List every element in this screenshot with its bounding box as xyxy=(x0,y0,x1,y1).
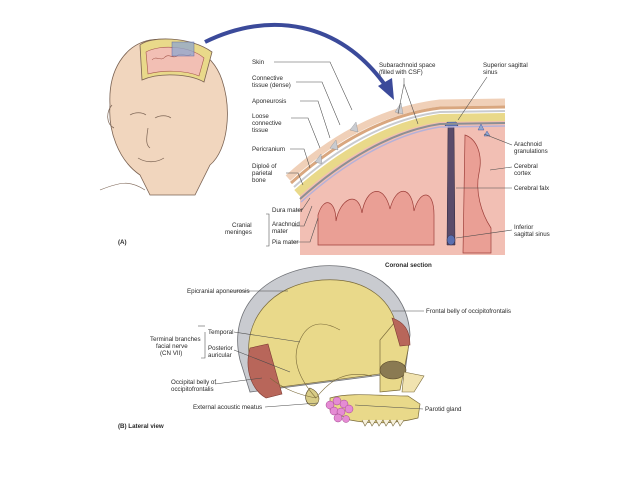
label-dura-mater: Dura mater xyxy=(272,207,303,214)
label-skin: Skin xyxy=(252,59,265,66)
label-terminal-sub2: (CN VII) xyxy=(160,350,182,357)
label-superior-sagittal-sub: sinus xyxy=(483,69,497,76)
label-loose-sub2: tissue xyxy=(252,127,269,134)
label-connective-sub: tissue (dense) xyxy=(252,82,291,89)
label-epicranial-aponeurosis: Epicranial aponeurosis xyxy=(187,288,250,295)
label-frontal-belly: Frontal belly of occipitofrontalis xyxy=(426,308,511,315)
label-arachnoid-granulations: Arachnoid xyxy=(514,141,542,148)
label-parotid-gland: Parotid gland xyxy=(425,406,462,413)
label-cerebral-falx: Cerebral falx xyxy=(514,185,550,192)
label-pia-mater: Pia mater xyxy=(272,239,298,246)
label-subarachnoid-sub: (filled with CSF) xyxy=(379,69,423,76)
label-superior-sagittal: Superior sagittal xyxy=(483,62,528,69)
panel-a: Skin Connective tissue (dense) Aponeuros… xyxy=(99,22,550,269)
label-arachnoid-sub: mater xyxy=(272,228,288,235)
label-diploe: Diploë of xyxy=(252,163,277,170)
coronal-section xyxy=(285,98,506,255)
panel-a-tag: (A) xyxy=(118,239,127,246)
label-temporal: Temporal xyxy=(208,329,233,336)
zoom-arrow-icon xyxy=(204,22,394,100)
label-terminal-branches: Terminal branches xyxy=(150,336,201,343)
label-arachnoid-granulations-sub: granulations xyxy=(514,148,548,155)
label-cerebral-cortex-sub: cortex xyxy=(514,170,532,177)
label-posterior: Posterior xyxy=(208,345,233,352)
label-diploe-sub: parietal xyxy=(252,170,272,177)
label-occipital-belly: Occipital belly of xyxy=(171,379,216,386)
label-pericranium: Pericranium xyxy=(252,146,285,153)
panel-a-caption: Coronal section xyxy=(385,262,432,269)
label-cranial: Cranial xyxy=(232,222,252,229)
label-inferior-sagittal: Inferior xyxy=(514,224,533,231)
panel-b-tag: (B) Lateral view xyxy=(118,423,164,430)
panel-a-leaders xyxy=(266,61,513,247)
parotid-gland-icon xyxy=(325,396,354,423)
label-aponeurosis: Aponeurosis xyxy=(252,98,286,105)
label-cerebral-cortex: Cerebral xyxy=(514,163,538,170)
label-meninges: meninges xyxy=(225,229,252,236)
label-external-acoustic-meatus: External acoustic meatus xyxy=(193,404,262,411)
label-diploe-sub2: bone xyxy=(252,177,266,184)
label-connective: Connective xyxy=(252,75,284,82)
label-subarachnoid: Subarachnoid space xyxy=(379,62,436,69)
label-posterior-sub: auricular xyxy=(208,352,232,359)
label-terminal-sub1: facial nerve xyxy=(156,343,188,350)
panel-b-leaders xyxy=(198,290,424,410)
label-occipital-sub: occipitofrontalis xyxy=(171,386,214,393)
head-illustration xyxy=(99,38,228,196)
lateral-skull-illustration xyxy=(237,265,425,427)
panel-b: Epicranial aponeurosis Frontal belly of … xyxy=(118,265,511,430)
label-arachnoid: Arachnoid xyxy=(272,221,300,228)
label-loose: Loose xyxy=(252,113,269,120)
label-loose-sub1: connective xyxy=(252,120,282,127)
label-inferior-sagittal-sub: sagittal sinus xyxy=(514,231,550,238)
